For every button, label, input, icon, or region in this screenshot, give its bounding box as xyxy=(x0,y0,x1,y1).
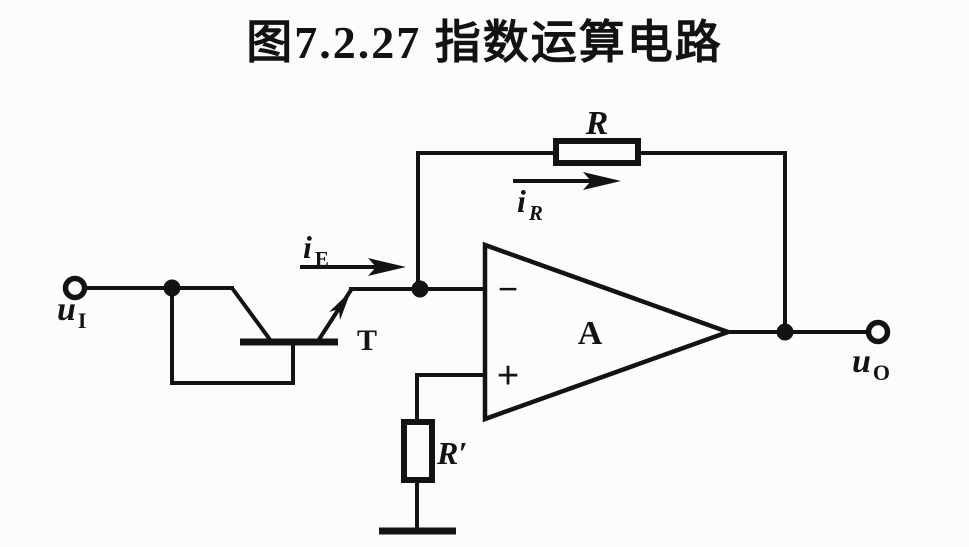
figure-title: 图7.2.27 指数运算电路 xyxy=(246,17,723,68)
label-Rprime: R′ xyxy=(436,435,467,471)
input-terminal-circle xyxy=(62,275,88,301)
label-uI-main: u xyxy=(57,291,76,328)
label-opamp-plus: + xyxy=(497,353,520,398)
label-opamp-A: A xyxy=(578,315,603,352)
label-uO-main: u xyxy=(852,343,871,380)
label-iE-main: i xyxy=(303,229,312,265)
wire-collector-lead xyxy=(230,286,273,343)
resistor-Rprime-body xyxy=(401,419,435,483)
junction-dot-output xyxy=(776,323,794,341)
label-opamp-minus: − xyxy=(498,269,519,309)
arrow-iE-head xyxy=(368,258,406,276)
junction-dot-input xyxy=(163,279,181,297)
resistor-R-body xyxy=(553,138,641,166)
label-iR-sub: R xyxy=(528,201,543,225)
label-iE-sub: E xyxy=(315,247,329,271)
wire-base-loop xyxy=(170,288,295,385)
junction-dot-summing xyxy=(411,280,429,298)
label-uI: uI xyxy=(57,291,86,333)
label-uI-sub: I xyxy=(78,308,87,333)
arrow-iR-head xyxy=(583,172,621,190)
label-R: R xyxy=(585,105,609,142)
label-T: T xyxy=(357,324,377,357)
output-terminal-circle xyxy=(865,319,891,345)
label-iR-main: i xyxy=(517,183,526,219)
label-uO-sub: O xyxy=(873,360,890,385)
opamp-triangle xyxy=(482,241,735,423)
wire-noninverting-input xyxy=(415,373,485,424)
label-uO: uO xyxy=(852,343,890,385)
transistor-emitter-arrowhead xyxy=(329,291,351,320)
